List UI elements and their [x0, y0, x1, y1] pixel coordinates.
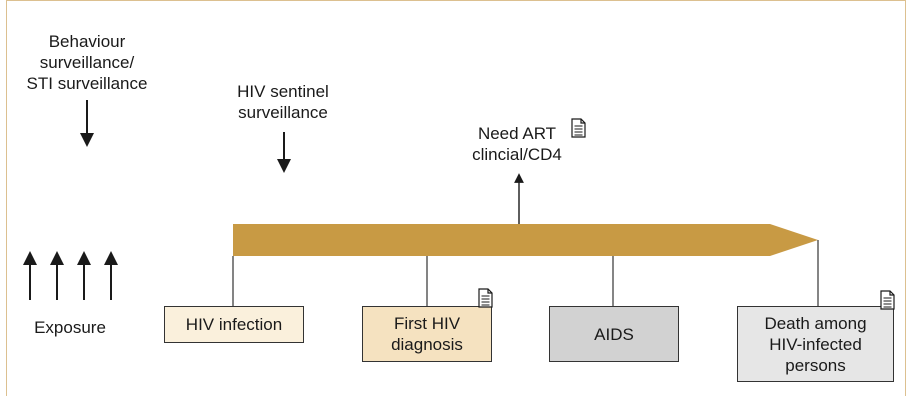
document-icon: [571, 118, 586, 138]
document-icon: [478, 288, 493, 308]
exposure-label: Exposure: [34, 318, 106, 337]
timeline-arrow: [233, 224, 818, 256]
hiv-infection-box: HIV infection: [164, 306, 304, 343]
document-icon: [880, 290, 895, 310]
first-diagnosis-box: First HIV diagnosis: [362, 306, 492, 362]
behaviour-surveillance-label: Behaviour surveillance/ STI surveillance: [26, 32, 148, 93]
hiv-sentinel-surveillance-label: HIV sentinel surveillance: [237, 82, 329, 122]
need-art-label: Need ART clincial/CD4: [472, 124, 562, 164]
diagram-frame: [6, 0, 906, 396]
aids-box: AIDS: [549, 306, 679, 362]
death-box: Death among HIV-infected persons: [737, 306, 894, 382]
